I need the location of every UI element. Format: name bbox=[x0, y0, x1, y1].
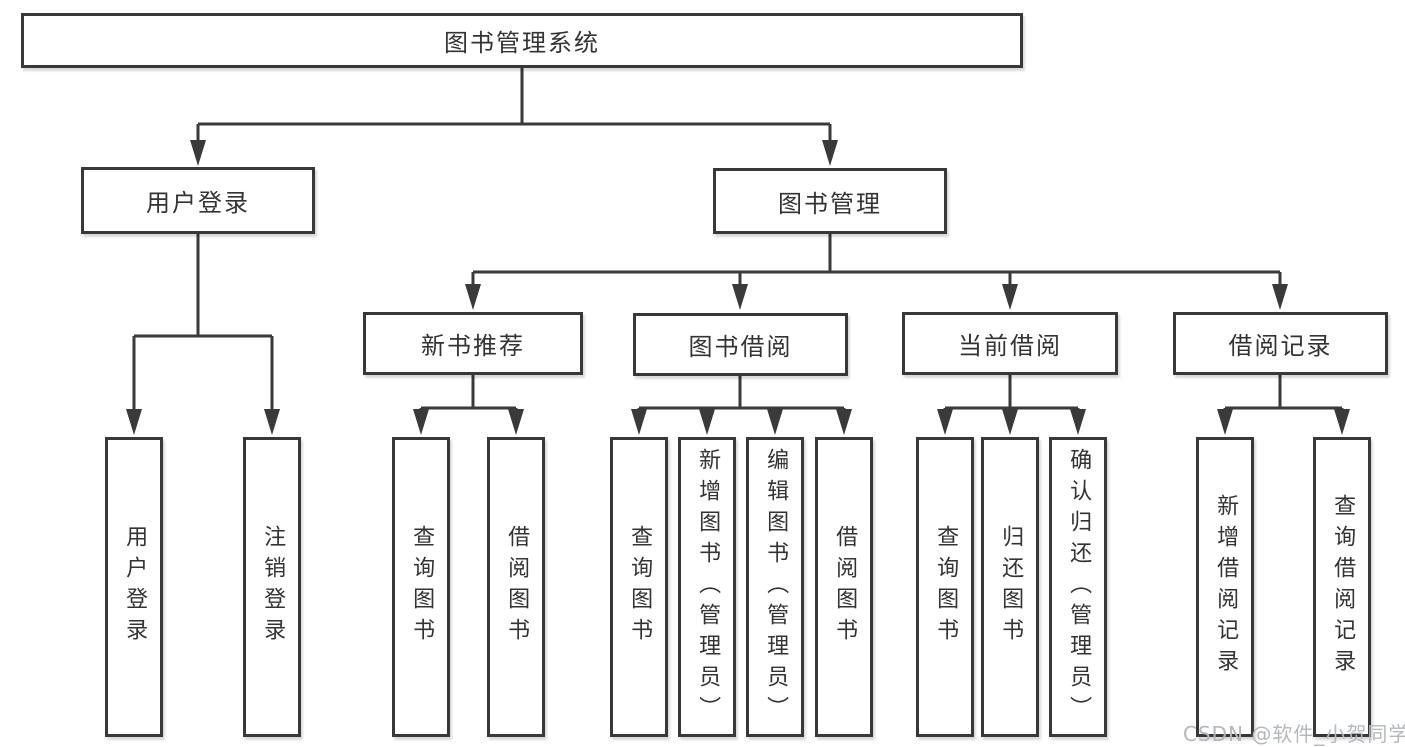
connector-borrow-records-to-leaves bbox=[1225, 375, 1342, 410]
leaf-edit-book-admin-label: 编辑图书（管理员） bbox=[763, 447, 789, 727]
node-user-login: 用户登录 bbox=[81, 167, 315, 234]
leaf-query-books-1: 查询图书 bbox=[392, 437, 450, 737]
connector-book-management-to-level3 bbox=[473, 234, 1280, 274]
node-new-book-recommend-label: 新书推荐 bbox=[421, 332, 525, 360]
leaf-borrow-books-1-label: 借阅图书 bbox=[504, 525, 530, 649]
connector-new-book-recommend-to-leaves bbox=[421, 375, 516, 410]
leaf-user-login-label: 用户登录 bbox=[122, 525, 148, 649]
node-book-management-label: 图书管理 bbox=[778, 189, 882, 218]
leaf-borrow-books-2-label: 借阅图书 bbox=[832, 525, 858, 649]
leaf-confirm-return-admin-label: 确认归还（管理员） bbox=[1066, 447, 1092, 727]
leaf-return-books-label: 归还图书 bbox=[998, 525, 1024, 649]
leaf-add-borrow-record-label: 新增借阅记录 bbox=[1213, 494, 1239, 680]
leaf-query-books-2-label: 查询图书 bbox=[627, 525, 653, 649]
watermark: CSDN @软件_小贺同学 bbox=[1183, 722, 1405, 746]
node-borrow-records-label: 借阅记录 bbox=[1228, 332, 1333, 360]
connector-root-to-level2 bbox=[198, 68, 830, 126]
leaf-query-borrow-record: 查询借阅记录 bbox=[1313, 437, 1371, 737]
node-user-login-label: 用户登录 bbox=[146, 189, 250, 217]
leaf-confirm-return-admin: 确认归还（管理员） bbox=[1049, 437, 1107, 737]
node-current-borrow-label: 当前借阅 bbox=[958, 332, 1062, 360]
leaf-query-books-2: 查询图书 bbox=[610, 437, 668, 737]
leaf-logout: 注销登录 bbox=[243, 437, 301, 737]
connector-user-login-to-leaves bbox=[134, 234, 272, 338]
node-book-borrow: 图书借阅 bbox=[633, 313, 848, 376]
leaf-logout-label: 注销登录 bbox=[260, 525, 286, 649]
node-book-management: 图书管理 bbox=[713, 168, 947, 234]
leaf-query-books-3-label: 查询图书 bbox=[933, 525, 959, 649]
leaf-query-borrow-record-label: 查询借阅记录 bbox=[1330, 494, 1356, 680]
leaf-user-login: 用户登录 bbox=[105, 437, 163, 737]
leaf-edit-book-admin: 编辑图书（管理员） bbox=[746, 437, 804, 737]
leaf-add-book-admin: 新增图书（管理员） bbox=[678, 437, 736, 737]
node-new-book-recommend: 新书推荐 bbox=[363, 312, 583, 375]
node-root-label: 图书管理系统 bbox=[444, 29, 600, 57]
leaf-borrow-books-2: 借阅图书 bbox=[815, 437, 873, 737]
connector-book-borrow-to-leaves bbox=[639, 375, 844, 410]
leaf-add-borrow-record: 新增借阅记录 bbox=[1196, 437, 1254, 737]
node-root: 图书管理系统 bbox=[21, 13, 1023, 68]
node-borrow-records: 借阅记录 bbox=[1173, 312, 1388, 375]
leaf-add-book-admin-label: 新增图书（管理员） bbox=[695, 447, 721, 727]
node-current-borrow: 当前借阅 bbox=[902, 312, 1118, 375]
leaf-borrow-books-1: 借阅图书 bbox=[487, 437, 545, 737]
leaf-query-books-3: 查询图书 bbox=[916, 437, 974, 737]
connector-current-borrow-to-leaves bbox=[945, 375, 1078, 410]
leaf-query-books-1-label: 查询图书 bbox=[409, 525, 435, 649]
leaf-return-books: 归还图书 bbox=[981, 437, 1039, 737]
arrow-heads bbox=[126, 140, 1350, 435]
node-book-borrow-label: 图书借阅 bbox=[688, 333, 793, 361]
